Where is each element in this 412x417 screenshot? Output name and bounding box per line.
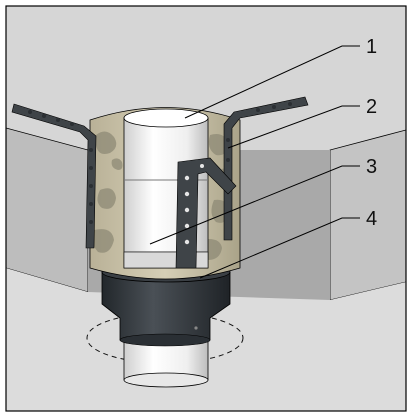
callout-3: 3 [366,156,377,178]
callout-2: 2 [366,96,377,118]
callout-1: 1 [366,36,377,58]
leader-line-1 [184,45,360,119]
pipe-top-opening [123,108,209,128]
right-strap [223,96,309,241]
leader-line-2 [227,105,360,149]
bracket-strap [175,157,237,269]
left-slab-face [6,127,89,293]
figure-frame [5,5,407,412]
floor-opening-outline [86,312,244,364]
leader-line-4 [199,217,360,279]
left-strap [11,103,97,249]
leader-line-3 [149,165,360,245]
callout-4: 4 [366,208,377,230]
